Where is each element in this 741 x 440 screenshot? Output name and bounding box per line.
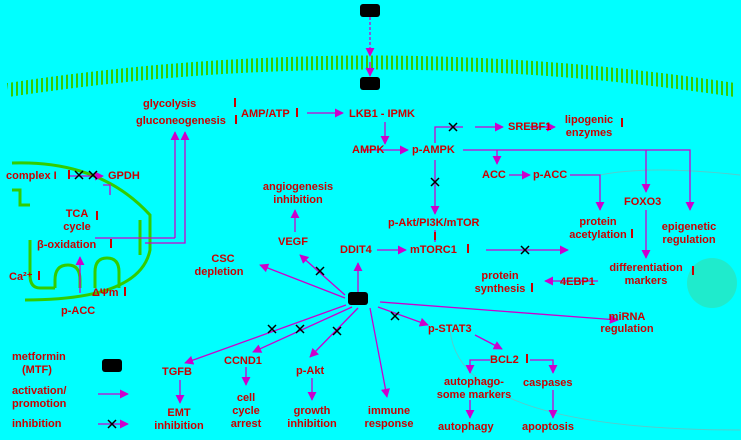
autophagosome-markers-label-2: some markers [436, 389, 512, 401]
protein-synthesis-label-2: synthesis [474, 283, 526, 295]
mirna-regulation-label-2: regulation [600, 323, 654, 335]
calcium-label: Ca²⁺ [9, 271, 33, 283]
lipogenic-enzymes-label-2: enzymes [565, 127, 613, 139]
caspases-label: caspases [523, 377, 573, 389]
protein-acetylation-label-2: acetylation [569, 229, 627, 241]
bcl2-label: BCL2 [490, 354, 519, 366]
growth-inhibition-label-2: inhibition [287, 418, 337, 430]
immune-response-label-1: immune [367, 405, 411, 417]
legend-activation-label-1: activation/ [12, 385, 67, 397]
growth-inhibition-label-1: growth [293, 405, 331, 417]
p-akt-label: p-Akt [296, 365, 325, 377]
epigenetic-regulation-label-1: epigenetic [661, 221, 717, 233]
cell-cycle-arrest-label-2: cycle [232, 405, 260, 417]
apoptosis-label: apoptosis [522, 421, 574, 433]
csc-depletion-label-2: depletion [194, 266, 244, 278]
csc-depletion-label-1: CSC [211, 253, 235, 265]
mtorc1-label: mTORC1 [410, 244, 457, 256]
tgfb-label: TGFB [162, 366, 192, 378]
p-ampk-label: p-AMPK [412, 144, 455, 156]
protein-acetylation-label-1: protein [579, 216, 617, 228]
foxo3-label: FOXO3 [624, 196, 662, 208]
metformin-membrane-icon [360, 77, 380, 90]
acc-label: ACC [482, 169, 506, 181]
emt-inhibition-label-1: EMT [167, 407, 191, 419]
legend-inhibition-label: inhibition [12, 418, 62, 430]
arrows [69, 17, 695, 429]
p-acc-mito-label: p-ACC [61, 305, 96, 317]
amp-atp-label: AMP/ATP [241, 108, 290, 120]
epigenetic-regulation-label-2: regulation [662, 234, 716, 246]
nucleolus [687, 258, 737, 308]
tca-label-2: cycle [63, 221, 91, 233]
differentiation-markers-label-1: differentiation [609, 262, 683, 274]
autophagosome-markers-label-1: autophago- [444, 376, 504, 388]
pstat3-label: p-STAT3 [428, 323, 472, 335]
inhibition-marks [74, 122, 530, 429]
4ebp1-label: 4EBP1 [560, 276, 595, 288]
autophagy-label: autophagy [438, 421, 494, 433]
glycolysis-label: glycolysis [143, 98, 197, 110]
p-acc-label: p-ACC [533, 169, 568, 181]
metformin-center-icon [348, 292, 368, 305]
angiogenesis-inhibition-label-1: angiogenesis [262, 181, 334, 193]
legend-metformin-label-2: (MTF) [22, 364, 52, 376]
cell-cycle-arrest-label-3: arrest [230, 418, 262, 430]
beta-oxidation-label: β-oxidation [37, 239, 97, 251]
differentiation-markers-label-2: markers [624, 275, 668, 287]
mitochondrion [11, 161, 152, 302]
membrane-potential-label: ΔΨm [92, 287, 119, 299]
cell-membrane [6, 55, 737, 97]
srebf1-label: SREBF1 [508, 121, 552, 133]
mirna-regulation-label-1: miRNA [608, 311, 646, 323]
emt-inhibition-label-2: inhibition [154, 420, 204, 432]
ddit4-label: DDIT4 [340, 244, 372, 256]
protein-synthesis-label-1: protein [481, 270, 519, 282]
lipogenic-enzymes-label-1: lipogenic [564, 114, 614, 126]
nucleus [449, 169, 741, 431]
ampk-label: AMPK [352, 144, 385, 156]
pakt-pi3k-mtor-label: p-Akt/PI3K/mTOR [388, 217, 480, 229]
angiogenesis-inhibition-label-2: inhibition [273, 194, 323, 206]
tca-label-1: TCA [65, 208, 89, 220]
legend-metformin-label-1: metformin [12, 351, 66, 363]
cell-cycle-arrest-label-1: cell [236, 392, 256, 404]
legend-activation-label-2: promotion [12, 398, 67, 410]
immune-response-label-2: response [364, 418, 414, 430]
gluconeogenesis-label: gluconeogenesis [136, 115, 226, 127]
gpdh-label: GPDH [108, 170, 140, 182]
vegf-label: VEGF [278, 236, 308, 248]
level-indicators [38, 98, 694, 363]
metformin-legend-icon [102, 359, 122, 372]
ccnd1-label: CCND1 [224, 355, 262, 367]
complex-i-label: complex I [6, 170, 57, 182]
metformin-top-icon [360, 4, 380, 17]
lkb1-ipmk-label: LKB1 - IPMK [349, 108, 415, 120]
